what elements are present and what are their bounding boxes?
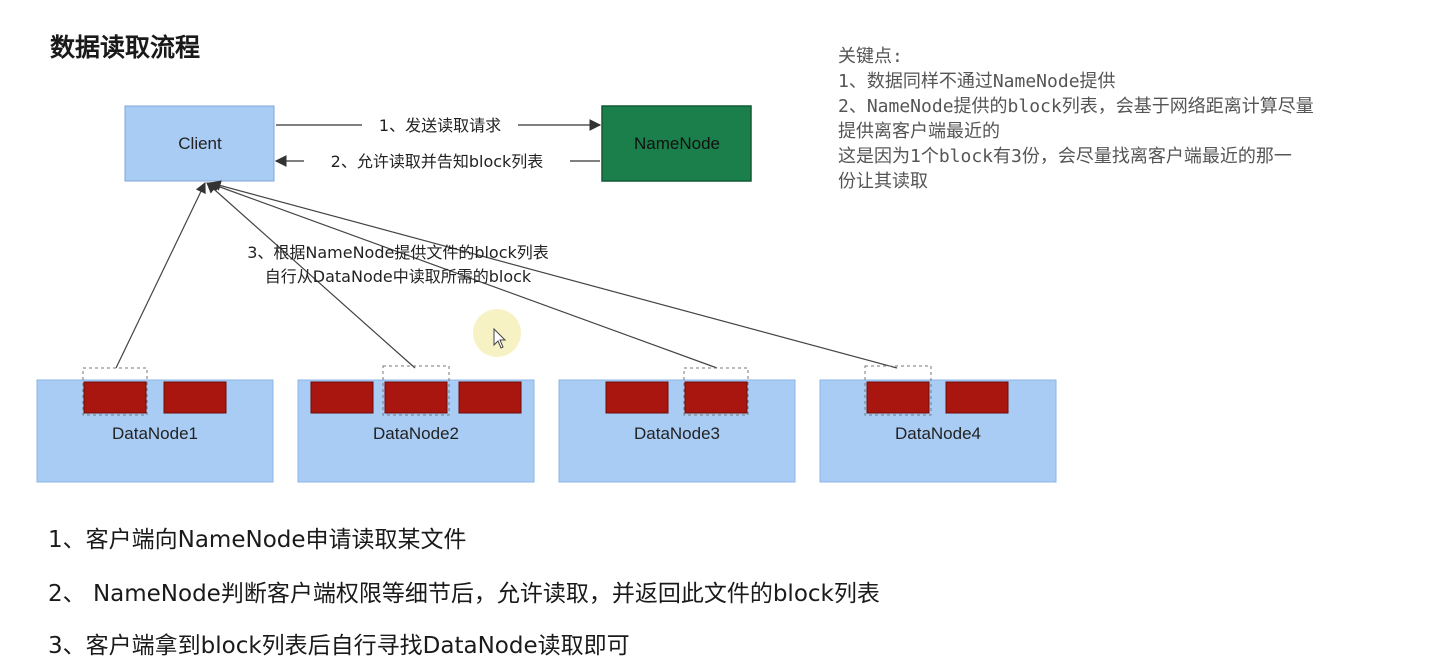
key-point-line: 2、NameNode提供的block列表，会基于网络距离计算尽量 — [838, 96, 1314, 117]
datanode-3: DataNode3 — [558, 367, 796, 483]
datanode-1: DataNode1 — [36, 367, 274, 483]
block — [310, 381, 374, 414]
request-label: 1、发送读取请求 — [379, 116, 501, 135]
page-title: 数据读取流程 — [50, 33, 201, 62]
block — [866, 381, 930, 414]
step-1: 1、客户端向NameNode申请读取某文件 — [48, 527, 467, 553]
namenode-label: NameNode — [634, 134, 720, 153]
block — [163, 381, 227, 414]
read-arrow-datanode4 — [209, 180, 898, 369]
key-point-line: 份让其读取 — [838, 171, 928, 192]
datanode-label: DataNode1 — [112, 424, 198, 443]
block — [384, 381, 448, 414]
step-2: 2、 NameNode判断客户端权限等细节后，允许读取，并返回此文件的block… — [48, 581, 880, 607]
selected-block-outline — [683, 367, 749, 416]
read-arrow-datanode3 — [207, 181, 718, 369]
namenode-node: NameNode — [601, 105, 752, 182]
datanode-4: DataNode4 — [819, 365, 1057, 483]
datanode-label: DataNode2 — [373, 424, 459, 443]
step-3: 3、客户端拿到block列表后自行寻找DataNode读取即可 — [48, 633, 630, 659]
block — [945, 381, 1009, 414]
client-label: Client — [178, 134, 222, 153]
selected-block-outline — [864, 365, 932, 416]
datanode-label: DataNode3 — [634, 424, 720, 443]
selected-block-outline — [82, 367, 148, 416]
response-label: 2、允许读取并告知block列表 — [331, 152, 544, 171]
key-points: 关键点: 1、数据同样不通过NameNode提供 2、NameNode提供的bl… — [838, 44, 1428, 194]
read-arrow-datanode1 — [115, 182, 206, 369]
key-point-line: 这是因为1个block有3份，会尽量找离客户端最近的那一 — [838, 146, 1292, 167]
selected-block-outline — [382, 365, 450, 416]
block — [458, 381, 522, 414]
datanode-label: DataNode4 — [895, 424, 981, 443]
block — [684, 381, 748, 414]
key-point-line: 关键点: — [838, 46, 903, 67]
read-label-line1: 3、根据NameNode提供文件的block列表 — [247, 243, 549, 262]
read-label-line2: 自行从DataNode中读取所需的block — [265, 267, 532, 286]
cursor-highlight — [473, 309, 521, 357]
key-point-line: 提供离客户端最近的 — [838, 121, 1000, 142]
block — [605, 381, 669, 414]
read-arrow-datanode2 — [206, 182, 416, 369]
cursor-icon — [493, 327, 507, 349]
key-point-line: 1、数据同样不通过NameNode提供 — [838, 71, 1116, 92]
block — [83, 381, 147, 414]
datanode-2: DataNode2 — [297, 365, 535, 483]
client-node: Client — [124, 105, 275, 182]
